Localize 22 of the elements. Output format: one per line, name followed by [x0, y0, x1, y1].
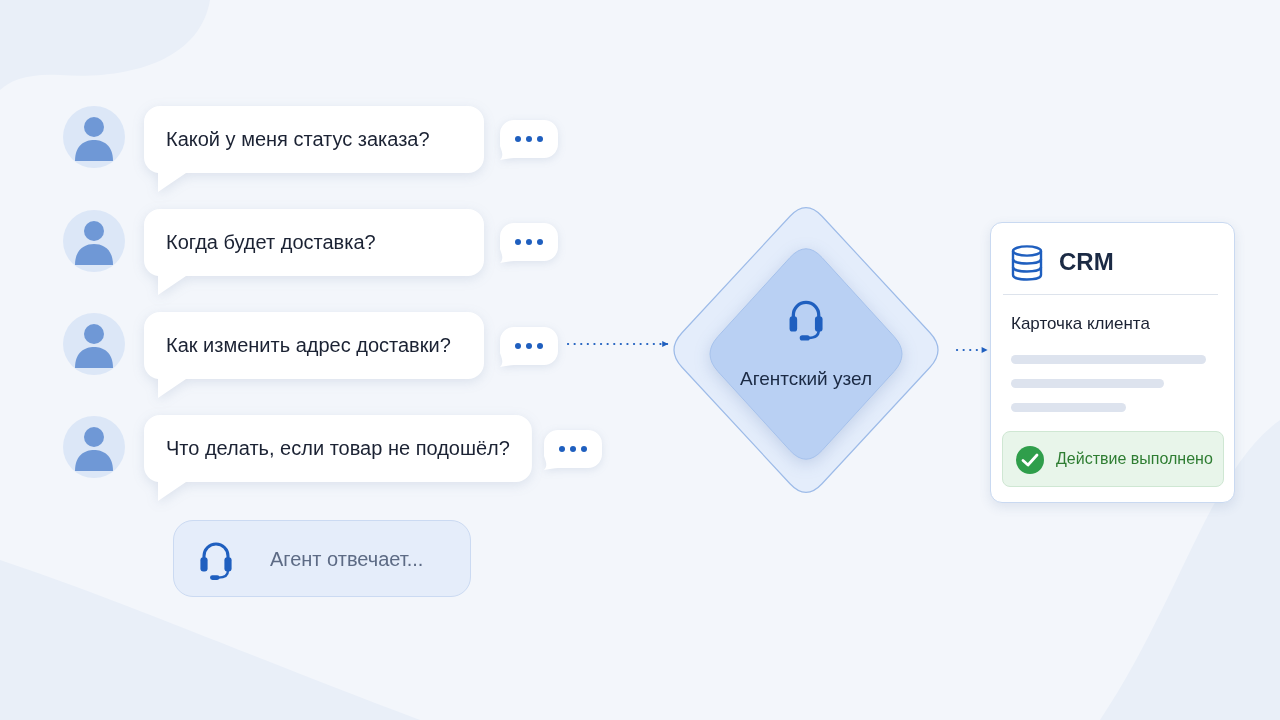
- question-text: Когда будет доставка?: [166, 230, 376, 255]
- status-text: Агент отвечает...: [270, 547, 424, 572]
- status-bubble: [173, 520, 471, 597]
- card-subtitle: Карточка клиента: [1011, 314, 1150, 334]
- card-title: CRM: [1059, 248, 1114, 276]
- dotted-arrow: [955, 347, 989, 353]
- status-text: Действие выполнено: [1056, 449, 1213, 469]
- dotted-arrow: [566, 341, 669, 347]
- node-label: Агентский узел: [738, 368, 874, 390]
- typing-indicator: [500, 223, 558, 263]
- crm-card: [990, 222, 1235, 503]
- success-banner: [1002, 431, 1224, 487]
- question-text: Какой у меня статус заказа?: [166, 127, 430, 152]
- typing-indicator: [500, 327, 558, 367]
- typing-indicator: [500, 120, 558, 160]
- typing-indicator: [543, 430, 602, 470]
- speech-bubble: [144, 209, 484, 295]
- question-text: Как изменить адрес доставки?: [166, 333, 451, 358]
- speech-bubble: [144, 312, 484, 398]
- question-text: Что делать, если товар не подошёл?: [166, 436, 510, 461]
- speech-bubble: [144, 106, 484, 192]
- speech-bubble: [144, 415, 532, 501]
